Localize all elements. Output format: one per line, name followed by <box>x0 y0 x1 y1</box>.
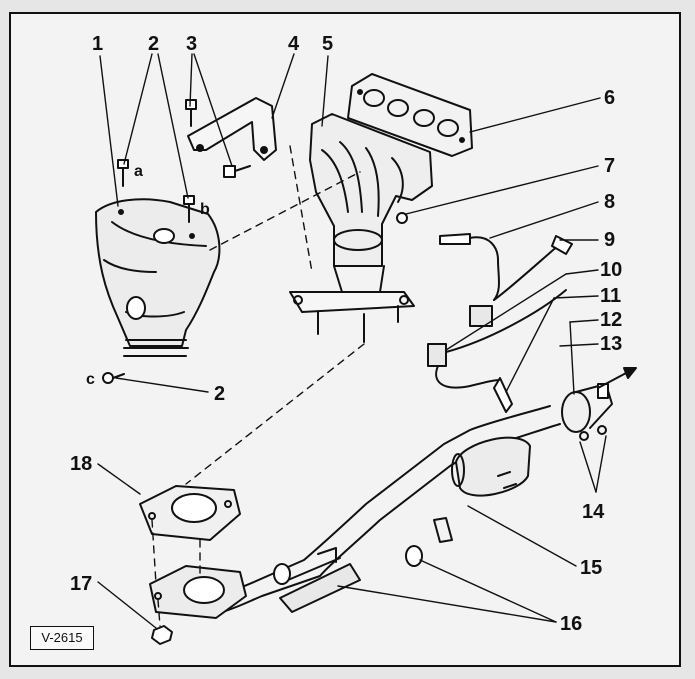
callout-14: 14 <box>582 501 605 523</box>
arrow-head <box>623 367 637 379</box>
callout-13: 13 <box>600 333 622 355</box>
bolt-c <box>102 372 125 384</box>
bolt-a <box>117 159 129 187</box>
front-pipe-catalytic-converter <box>177 405 561 617</box>
pipe-clamp <box>561 383 613 441</box>
bolt-b <box>183 195 195 223</box>
callout-5: 5 <box>322 33 333 55</box>
flange-gasket <box>139 485 241 541</box>
bracket-bolt-2 <box>223 165 251 178</box>
self-locking-nut <box>151 625 173 645</box>
figure-code-box: V-2615 <box>30 626 94 650</box>
sub-label-c: c <box>86 371 95 388</box>
callout-3: 3 <box>186 33 197 55</box>
callout-4: 4 <box>288 33 300 55</box>
front-pipe-flange <box>149 565 247 619</box>
callout-6: 6 <box>604 87 615 109</box>
bracket-bolt-1 <box>185 99 197 127</box>
leader-lines <box>97 53 607 629</box>
callout-7: 7 <box>604 155 615 177</box>
callout-11: 11 <box>600 285 621 307</box>
callout-15: 15 <box>580 557 602 579</box>
manifold-nut <box>396 212 408 224</box>
callout-2-bottom: 2 <box>214 383 225 405</box>
callout-10: 10 <box>600 259 622 281</box>
heat-shield <box>95 198 221 357</box>
oxygen-sensor-1 <box>439 233 573 327</box>
sub-label-b: b <box>200 201 210 218</box>
callout-16: 16 <box>560 613 582 635</box>
callout-8: 8 <box>604 191 615 213</box>
callout-17: 17 <box>70 573 92 595</box>
assembly-guide-lines <box>151 145 365 627</box>
exhaust-manifold <box>289 113 433 343</box>
callout-2-top: 2 <box>148 33 159 55</box>
callout-9: 9 <box>604 229 615 251</box>
rear-direction-arrow <box>597 371 629 389</box>
callout-12: 12 <box>600 309 622 331</box>
sub-label-a: a <box>134 163 143 180</box>
callout-18: 18 <box>70 453 92 475</box>
support-bracket <box>187 97 277 161</box>
callout-1: 1 <box>92 33 103 55</box>
oxygen-sensor-2 <box>427 289 567 413</box>
manifold-gasket <box>347 73 473 157</box>
